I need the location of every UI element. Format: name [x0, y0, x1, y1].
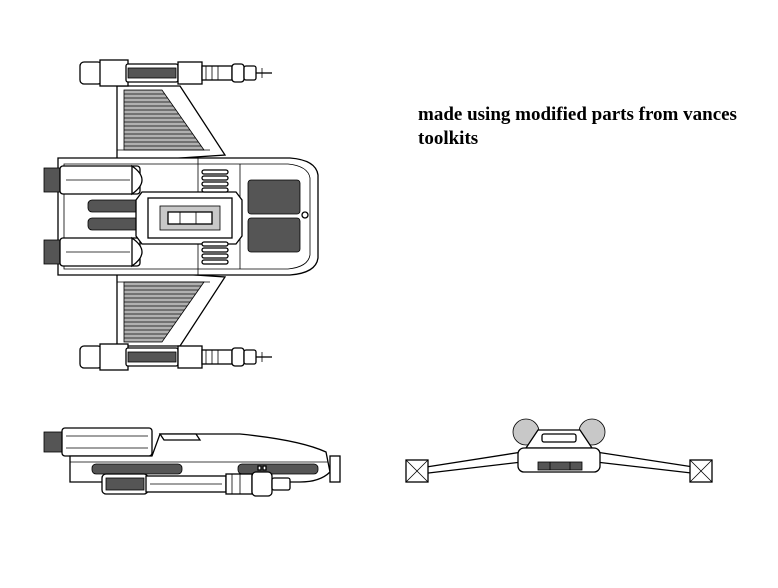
top-view: [43, 59, 319, 371]
top-view-lower-wing: [116, 271, 227, 347]
caption-line-2: toolkits: [418, 128, 479, 149]
top-view-lower-nacelle: [79, 343, 272, 371]
top-view-vent-upper: [201, 169, 229, 193]
caption: made using modified parts from vances to…: [418, 103, 774, 151]
caption-line-1: made using modified parts from vances: [418, 104, 737, 125]
side-view: [43, 427, 341, 497]
top-view-upper-nacelle: [79, 59, 272, 87]
front-view: [405, 418, 713, 483]
top-view-upper-wing: [116, 85, 227, 161]
top-view-vent-lower: [201, 241, 229, 265]
top-view-hull: [43, 157, 319, 276]
